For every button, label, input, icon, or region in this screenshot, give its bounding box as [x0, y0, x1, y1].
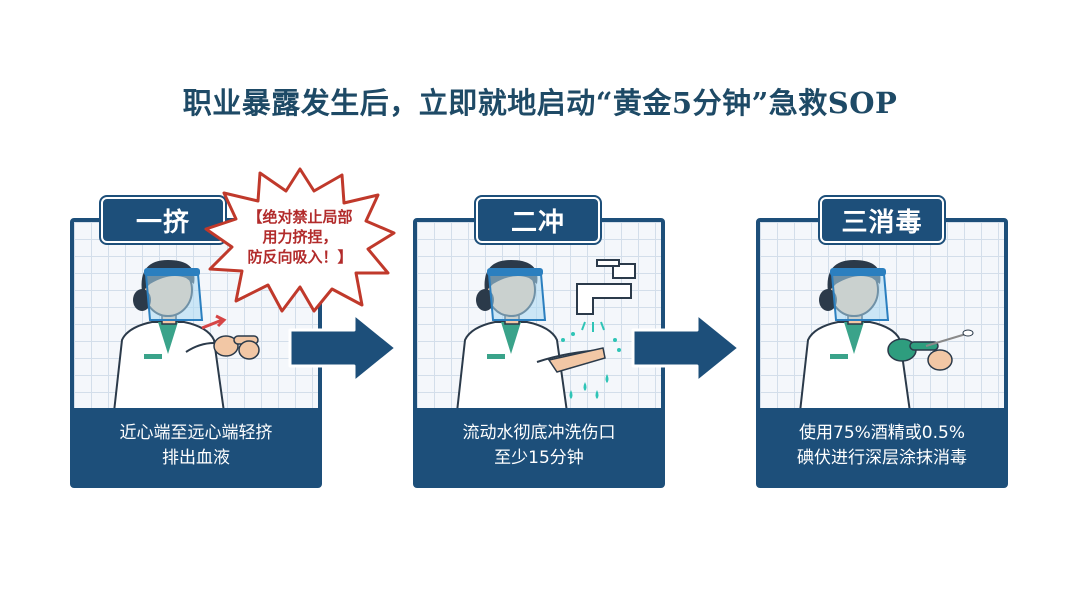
caption-line: 至少15分钟 [494, 448, 584, 468]
warning-line: 用力挤捏， [262, 228, 338, 246]
arrow-right-icon [631, 312, 741, 384]
caption-line: 排出血液 [162, 448, 230, 468]
caption-line: 使用75%酒精或0.5% [799, 423, 965, 443]
step-caption: 使用75%酒精或0.5% 碘伏进行深层涂抹消毒 [760, 408, 1004, 484]
faucet-icon [576, 259, 636, 315]
caption-line: 碘伏进行深层涂抹消毒 [797, 448, 967, 468]
swab-icon [925, 329, 974, 347]
step-label-disinfect: 三消毒 [818, 195, 946, 245]
step-label-rinse: 二冲 [474, 195, 602, 245]
step-panel-disinfect: 使用75%酒精或0.5% 碘伏进行深层涂抹消毒 [756, 218, 1008, 488]
arrow-right-icon [288, 312, 398, 384]
doctor-disinfect-illustration [798, 260, 974, 412]
step-scene [417, 222, 661, 412]
doctor-squeeze-illustration [112, 260, 260, 412]
step-caption: 流动水彻底冲洗伤口 至少15分钟 [417, 408, 661, 484]
step-caption: 近心端至远心端轻挤 排出血液 [74, 408, 318, 484]
step-scene [760, 222, 1004, 412]
caption-line: 近心端至远心端轻挤 [119, 423, 273, 443]
warning-burst-icon [204, 167, 396, 313]
warning-line: 【绝对禁止局部 [247, 208, 353, 226]
warning-text: 【绝对禁止局部 用力挤捏， 防反向吸入！】 [229, 207, 371, 267]
step-panel-rinse: 流动水彻底冲洗伤口 至少15分钟 [413, 218, 665, 488]
warning-line: 防反向吸入！】 [247, 248, 353, 266]
doctor-rinse-illustration [455, 259, 636, 412]
page-title: 职业暴露发生后，立即就地启动“黄金5分钟”急救SOP [182, 86, 898, 120]
step-label-squeeze: 一挤 [99, 195, 227, 245]
caption-line: 流动水彻底冲洗伤口 [462, 423, 616, 443]
step-scene [74, 222, 318, 412]
